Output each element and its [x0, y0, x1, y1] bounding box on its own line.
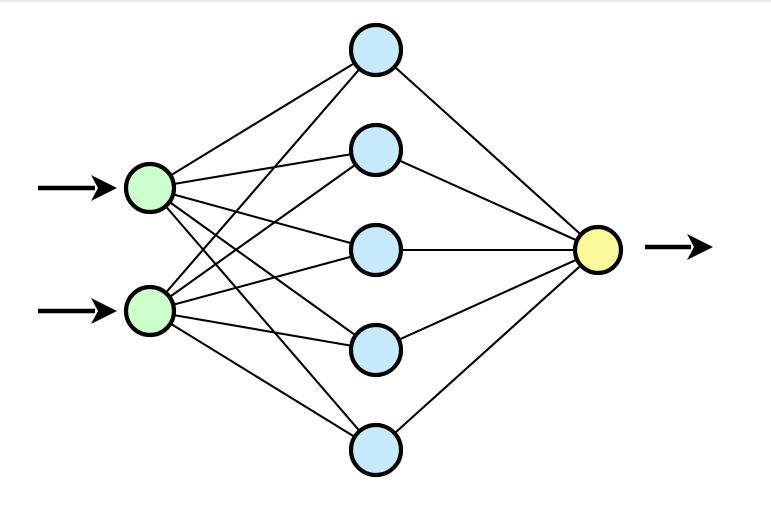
edge-i2-h3 — [148, 248, 378, 313]
top-divider — [0, 0, 771, 2]
node-h5[interactable] — [348, 422, 404, 478]
node-h2[interactable] — [348, 122, 404, 178]
edge-i1-h2 — [148, 148, 378, 190]
edge-i2-h4 — [148, 309, 378, 352]
node-i2[interactable] — [123, 284, 177, 338]
hidden-layer-node-2[interactable] — [348, 122, 404, 178]
hidden-layer-node-4[interactable] — [348, 322, 404, 378]
input-layer-node-2[interactable] — [123, 284, 177, 338]
edge-i2-h5 — [148, 309, 378, 452]
edge-i1-h5 — [148, 186, 378, 452]
node-h3[interactable] — [348, 222, 404, 278]
edge-i2-h2 — [148, 148, 378, 313]
edge-h2-o1 — [374, 148, 600, 252]
input-arrow-1-head — [91, 175, 117, 201]
node-h4[interactable] — [348, 322, 404, 378]
output-arrow-1-head — [687, 234, 713, 260]
input-layer-node-1[interactable] — [123, 161, 177, 215]
edge-i1-h1 — [148, 48, 378, 190]
output-layer-node-1[interactable] — [572, 224, 624, 276]
hidden-layer-node-3[interactable] — [348, 222, 404, 278]
edge-h4-o1 — [374, 248, 600, 352]
node-h1[interactable] — [348, 22, 404, 78]
edge-h5-o1 — [374, 248, 600, 452]
hidden-layer-node-5[interactable] — [348, 422, 404, 478]
node-i1[interactable] — [123, 161, 177, 215]
edge-h1-o1 — [374, 48, 600, 252]
nodes-group — [123, 22, 624, 478]
io-arrows-group — [38, 175, 713, 324]
edge-i1-h3 — [148, 186, 378, 252]
node-o1[interactable] — [572, 224, 624, 276]
input-arrow-2-head — [91, 298, 117, 324]
edges-group — [148, 48, 600, 452]
edge-i1-h4 — [148, 186, 378, 352]
edge-i2-h1 — [148, 48, 378, 313]
hidden-layer-node-1[interactable] — [348, 22, 404, 78]
